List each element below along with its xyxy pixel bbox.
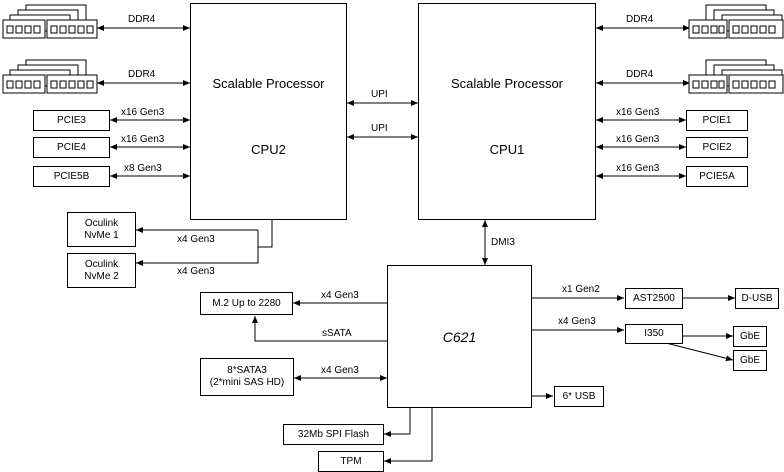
mini-sas-label: (2*mini SAS HD) <box>209 377 285 388</box>
link-label: x1 Gen2 <box>562 284 600 295</box>
slot-pcie1: PCIE1 <box>686 110 748 131</box>
cpu1-name: CPU1 <box>489 142 525 157</box>
c621-chipset: C621 <box>387 265 532 408</box>
dmi3-label: DMI3 <box>491 237 515 248</box>
m2-label: M.2 Up to 2280 <box>212 297 281 309</box>
i350-nic: I350 <box>625 324 683 344</box>
usb-label: 6* USB <box>562 390 596 402</box>
gbe-label: GbE <box>739 330 760 342</box>
upi-label: UPI <box>371 123 388 134</box>
cpu2-block: Scalable Processor CPU2 <box>190 3 347 220</box>
tpm-label: TPM <box>340 455 362 467</box>
ddr4-label: DDR4 <box>626 14 654 25</box>
slot-label: PCIE5B <box>53 170 90 182</box>
link-label: x8 Gen3 <box>124 163 162 174</box>
gbe-port-1: GbE <box>733 326 767 347</box>
nvme-label: NvMe 1 <box>84 229 119 241</box>
slot-label: PCIE4 <box>57 141 86 153</box>
link-label: x16 Gen3 <box>616 107 660 118</box>
ddr4-label: DDR4 <box>128 69 156 80</box>
nvme-label: NvMe 2 <box>84 270 119 282</box>
oculink-label: Oculink <box>84 217 119 229</box>
m2-slot: M.2 Up to 2280 <box>200 292 293 315</box>
slot-pcie3: PCIE3 <box>33 110 110 131</box>
ast2500-label: AST2500 <box>633 292 675 304</box>
i350-label: I350 <box>644 328 664 339</box>
cpu1-block: Scalable Processor CPU1 <box>418 3 596 220</box>
ssata-label: sSATA <box>322 328 352 339</box>
link-label: x16 Gen3 <box>121 107 165 118</box>
ssata-link <box>252 316 387 342</box>
dusb-port: D-USB <box>735 288 779 309</box>
cpu2-name: CPU2 <box>251 142 286 157</box>
memory-dimm-icon <box>2 4 98 39</box>
ddr4-label: DDR4 <box>128 14 156 25</box>
slot-label: PCIE3 <box>57 114 86 126</box>
cpu2-title: Scalable Processor <box>212 76 325 91</box>
link-label: x4 Gen3 <box>177 234 215 245</box>
link-label: x4 Gen3 <box>321 290 359 301</box>
gbe-label: GbE <box>739 354 760 366</box>
link-label: x4 Gen3 <box>558 316 596 327</box>
link-label: x16 Gen3 <box>616 134 660 145</box>
cpu1-title: Scalable Processor <box>451 76 563 91</box>
spi-flash: 32Mb SPI Flash <box>283 424 384 445</box>
slot-pcie5b: PCIE5B <box>33 166 110 187</box>
dusb-label: D-USB <box>741 292 773 304</box>
memory-dimm-icon <box>2 59 98 94</box>
link-label: x4 Gen3 <box>321 365 359 376</box>
memory-dimm-icon <box>688 59 784 94</box>
oculink-label: Oculink <box>84 258 119 270</box>
link-label: x16 Gen3 <box>616 163 660 174</box>
gbe-port-2: GbE <box>733 350 767 371</box>
upi-label: UPI <box>371 89 388 100</box>
spi-link <box>384 408 411 437</box>
link-label: x4 Gen3 <box>177 266 215 277</box>
sata-label: 8*SATA3 <box>227 365 267 376</box>
slot-pcie2: PCIE2 <box>686 137 748 158</box>
ddr4-label: DDR4 <box>626 69 654 80</box>
slot-label: PCIE1 <box>702 114 732 126</box>
slot-label: PCIE5A <box>699 170 735 182</box>
ast2500-bmc: AST2500 <box>625 288 683 309</box>
memory-dimm-icon <box>688 4 784 39</box>
link-label: x16 Gen3 <box>121 134 165 145</box>
usb-ports: 6* USB <box>554 386 604 407</box>
spi-label: 32Mb SPI Flash <box>297 428 370 440</box>
slot-pcie4: PCIE4 <box>33 137 110 158</box>
c621-label: C621 <box>442 328 477 345</box>
slot-pcie5a: PCIE5A <box>686 166 748 187</box>
tpm-link <box>384 408 433 464</box>
tpm-module: TPM <box>318 451 384 472</box>
sata-ports: 8*SATA3(2*mini SAS HD) <box>200 358 294 396</box>
slot-label: PCIE2 <box>702 141 732 153</box>
gbe2-link <box>665 342 734 362</box>
